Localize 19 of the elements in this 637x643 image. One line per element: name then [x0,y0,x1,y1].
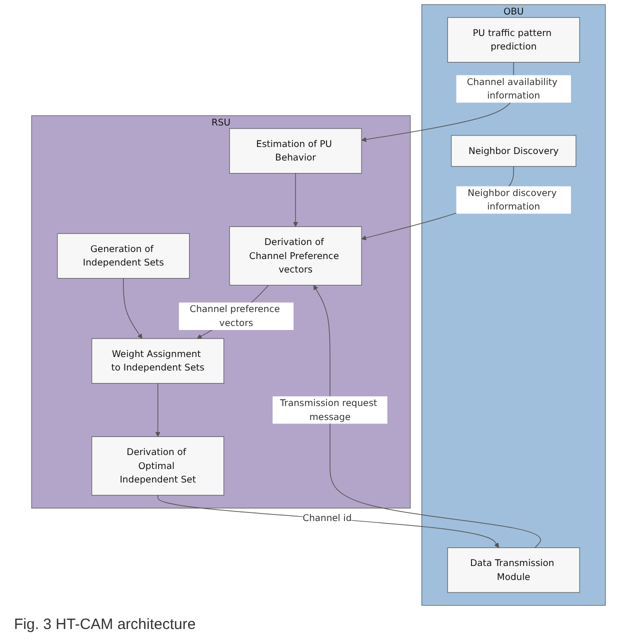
arrow [293,172,298,227]
node-box: Neighbor Discovery [451,135,576,167]
node-box: Estimation of PU Behavior [229,128,362,174]
arrow [313,284,542,548]
edge-label: Channel preference vectors [190,304,280,328]
node-box: Generation of Independent Sets [57,233,190,279]
node-box: Derivation of Channel Preference vectors [229,226,362,286]
arrow [157,494,500,548]
arrow [155,382,160,437]
edge-label: Channel availability information [466,76,558,101]
node-box: Weight Assignment to Independent Sets [92,338,224,384]
edge-label: Neighbor discovery information [468,187,557,212]
arrow [123,278,142,339]
edge-label: Channel id [302,512,352,524]
figure-caption: Fig. 3 HT-CAM architecture [14,616,197,633]
node-box: Derivation of Optimal Independent Set [92,436,224,496]
edge-label: Transmission request message [280,397,378,422]
node-box: Data Transmission Module [447,547,580,593]
node-box: PU traffic pattern prediction [447,17,580,63]
